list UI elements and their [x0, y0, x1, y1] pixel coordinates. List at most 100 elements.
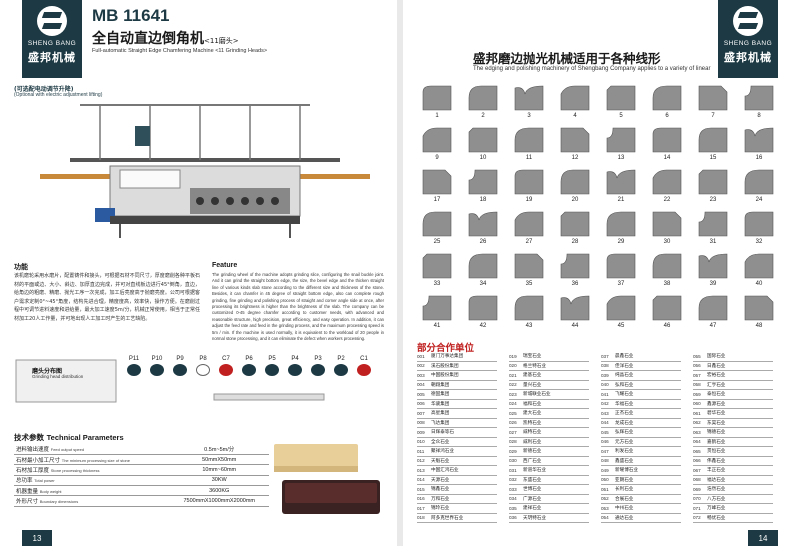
edge-profile-shape [744, 127, 774, 153]
edge-profile-shape [468, 85, 498, 111]
edge-profile-shape [652, 127, 682, 153]
model-number: MB 11641 [92, 6, 170, 25]
edge-profile-shape [698, 211, 728, 237]
edge-profile-number: 1 [435, 113, 439, 119]
edge-profile: 14 [647, 126, 687, 168]
right-page: SHENG BANG 盛邦机械 盛邦磨边抛光机械适用于各种线形 The edgi… [403, 0, 800, 546]
edge-profile-number: 24 [755, 197, 763, 203]
edge-profile-shape [652, 85, 682, 111]
edge-profile: 38 [647, 252, 687, 294]
edge-profile: 21 [601, 168, 641, 210]
edge-profile: 20 [555, 168, 595, 210]
grinding-wheel-label: P8 [199, 356, 207, 362]
edge-profile: 40 [739, 252, 779, 294]
edge-profile-shape [652, 295, 682, 321]
grinding-wheel: P8 [191, 356, 215, 376]
edge-profile-number: 14 [663, 155, 671, 161]
edge-profile-number: 22 [663, 197, 671, 203]
grinding-wheel: P11 [122, 356, 146, 376]
edge-profile-number: 37 [617, 281, 625, 287]
edge-profile-shape [468, 211, 498, 237]
product-subtitle: Full-automatic Straight Edge Chamfering … [92, 48, 268, 54]
edge-profile: 3 [509, 84, 549, 126]
partners-heading: 部分合作单位 [417, 343, 475, 354]
grinding-wheel-icon [357, 364, 371, 376]
edge-profile-shape [422, 211, 452, 237]
tech-param-key: 石材最小加工尺寸 The minimum processing size of … [14, 454, 170, 466]
grinding-wheel-label: P9 [176, 356, 184, 362]
edge-profile-number: 46 [663, 323, 671, 329]
tech-param-key: 总功率 Total power [14, 475, 170, 487]
edge-profile: 48 [739, 294, 779, 336]
edge-profile: 8 [739, 84, 779, 126]
edge-profile-shape [560, 253, 590, 279]
edge-profile: 5 [601, 84, 641, 126]
edge-profile-number: 28 [571, 239, 579, 245]
edge-profile-number: 8 [757, 113, 761, 119]
grinding-wheel: P5 [260, 356, 284, 376]
tech-param-value: 50mmX50mm [169, 454, 269, 466]
edge-profile-shape [560, 85, 590, 111]
edge-profile: 31 [693, 210, 733, 252]
edge-profile: 4 [555, 84, 595, 126]
edge-profile-shape [744, 295, 774, 321]
grinding-wheel-label: P10 [151, 356, 163, 362]
grinding-wheel: P2 [329, 356, 353, 376]
edge-profile: 7 [693, 84, 733, 126]
edge-profile: 44 [555, 294, 595, 336]
edge-profile-shape [468, 253, 498, 279]
feature-heading-en: Feature [212, 262, 238, 269]
grinding-wheel: C7 [214, 356, 238, 376]
edge-profile: 25 [417, 210, 457, 252]
edge-profile: 37 [601, 252, 641, 294]
edge-profile-shape [744, 211, 774, 237]
edge-profile: 19 [509, 168, 549, 210]
edge-profile-number: 3 [527, 113, 531, 119]
grinding-wheel-icon [127, 364, 141, 376]
edge-profile-number: 32 [755, 239, 763, 245]
edge-profile-number: 25 [433, 239, 441, 245]
edge-profile: 11 [509, 126, 549, 168]
tech-param-value: 10mm~60mm [169, 464, 269, 476]
edge-profile-shape [606, 211, 636, 237]
brand-name-cn: 盛邦机械 [724, 51, 772, 64]
edge-profile-number: 19 [525, 197, 533, 203]
lift-option-en: (Optional with electric adjustment lifti… [14, 92, 103, 98]
edge-profile-number: 44 [571, 323, 579, 329]
edge-profile-number: 40 [755, 281, 763, 287]
edge-profile-number: 2 [481, 113, 485, 119]
edge-profile-number: 20 [571, 197, 579, 203]
edge-profile-shape [468, 127, 498, 153]
edge-profile-number: 31 [709, 239, 717, 245]
grinding-wheel-label: P3 [314, 356, 322, 362]
edge-profile-shape [514, 253, 544, 279]
edge-profile-number: 4 [573, 113, 577, 119]
edge-profile-number: 9 [435, 155, 439, 161]
edge-profile-number: 33 [433, 281, 441, 287]
edge-profile: 9 [417, 126, 457, 168]
